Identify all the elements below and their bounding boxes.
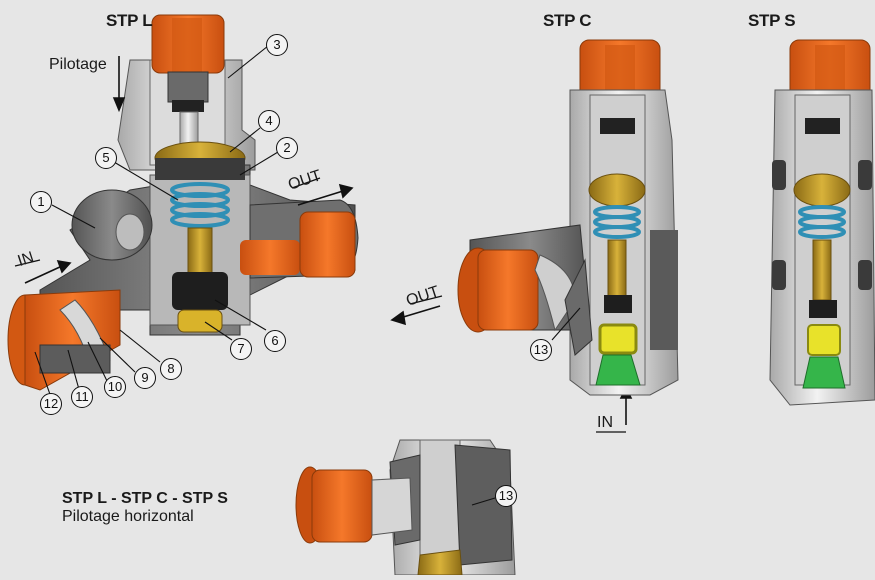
model-title-stp-s: STP S <box>748 11 796 30</box>
callout-12: 12 <box>40 393 62 415</box>
stp-l-valve <box>7 14 359 391</box>
stp-l-leaders <box>34 45 279 401</box>
horizontal-pilot-valve <box>295 439 516 576</box>
caption-models: STP L - STP C - STP S <box>62 490 228 507</box>
callout-13-stp-c: 13 <box>530 339 552 361</box>
callout-8: 8 <box>160 358 182 380</box>
in-label-stp-c: IN <box>597 414 613 431</box>
callout-3: 3 <box>266 34 288 56</box>
model-title-stp-c: STP C <box>543 11 592 30</box>
stp-s-valve <box>769 39 875 406</box>
callout-5: 5 <box>95 147 117 169</box>
caption-horizontal-pilot: Pilotage horizontal <box>62 508 194 525</box>
callout-10: 10 <box>104 376 126 398</box>
stp-c-valve <box>457 39 679 396</box>
callout-4: 4 <box>258 110 280 132</box>
callout-11: 11 <box>71 386 93 408</box>
model-title-stp-l: STP L <box>106 11 153 30</box>
flow-arrows <box>24 56 633 425</box>
callout-9: 9 <box>134 367 156 389</box>
pilotage-label: Pilotage <box>49 56 107 73</box>
callout-1: 1 <box>30 191 52 213</box>
callout-6: 6 <box>264 330 286 352</box>
callout-7: 7 <box>230 338 252 360</box>
callout-2: 2 <box>276 137 298 159</box>
callout-13-horizontal: 13 <box>495 485 517 507</box>
